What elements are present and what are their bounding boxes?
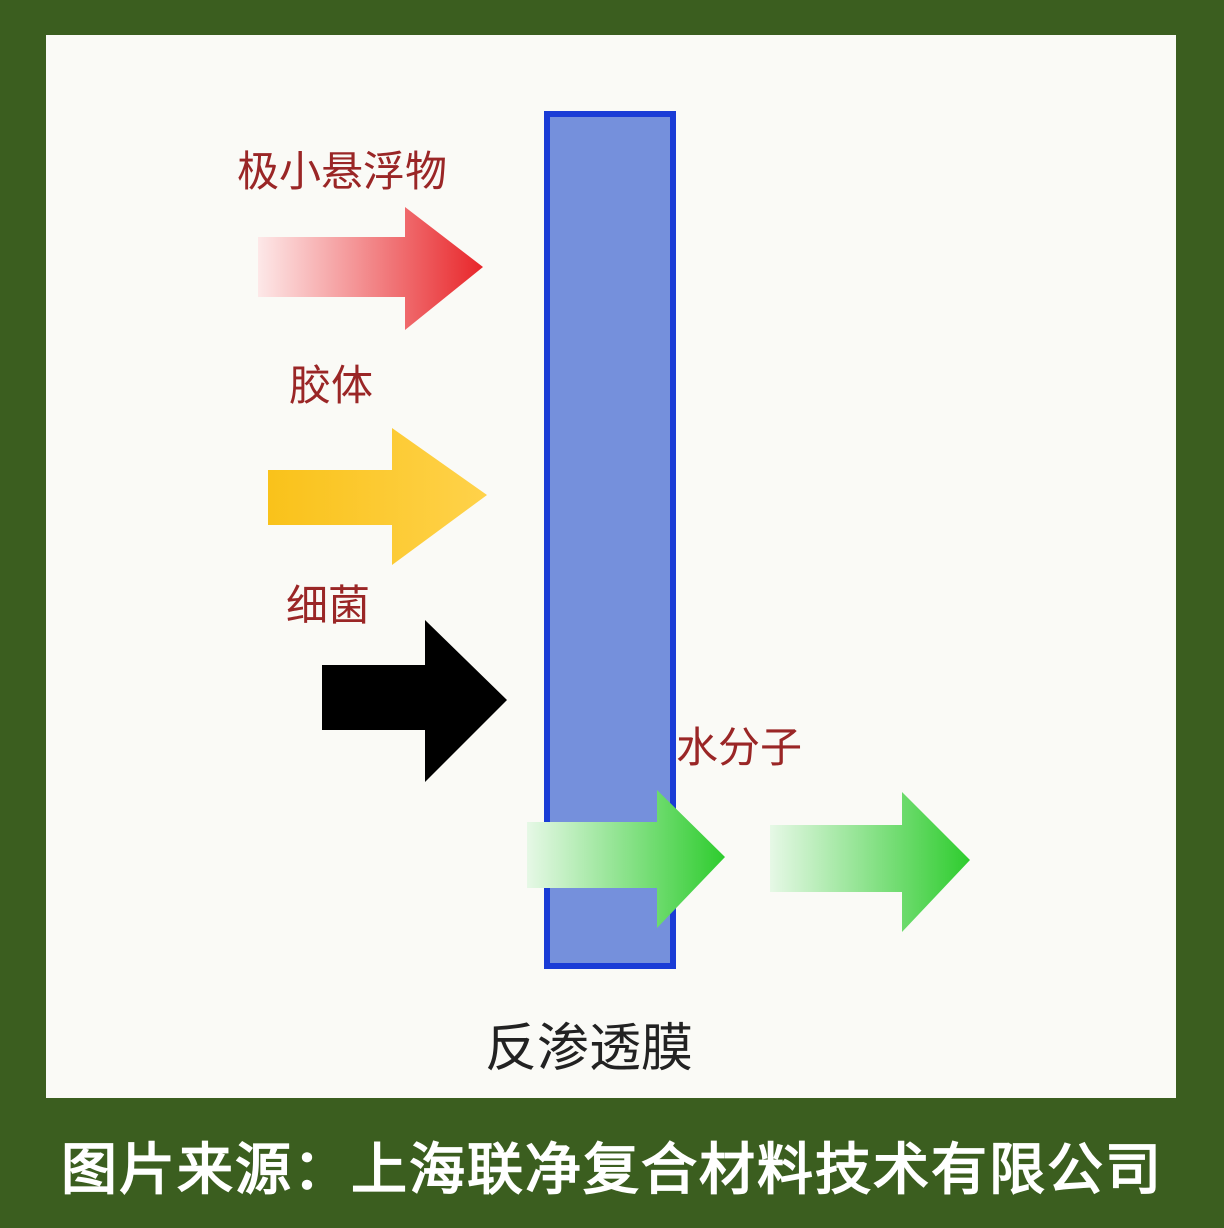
label-bacteria: 细菌	[286, 581, 370, 630]
bacteria-arrow	[322, 620, 507, 782]
water-arrow-through	[527, 790, 725, 928]
water-arrow-out	[770, 792, 970, 932]
label-water-molecule: 水分子	[676, 723, 802, 772]
label-membrane: 反渗透膜	[485, 1019, 693, 1079]
image-source-caption: 图片来源：上海联净复合材料技术有限公司	[61, 1138, 1163, 1203]
colloid-arrow	[268, 428, 487, 565]
label-suspended-solids: 极小悬浮物	[237, 147, 447, 196]
suspended-solids-arrow	[258, 207, 483, 330]
label-colloid: 胶体	[289, 361, 373, 410]
